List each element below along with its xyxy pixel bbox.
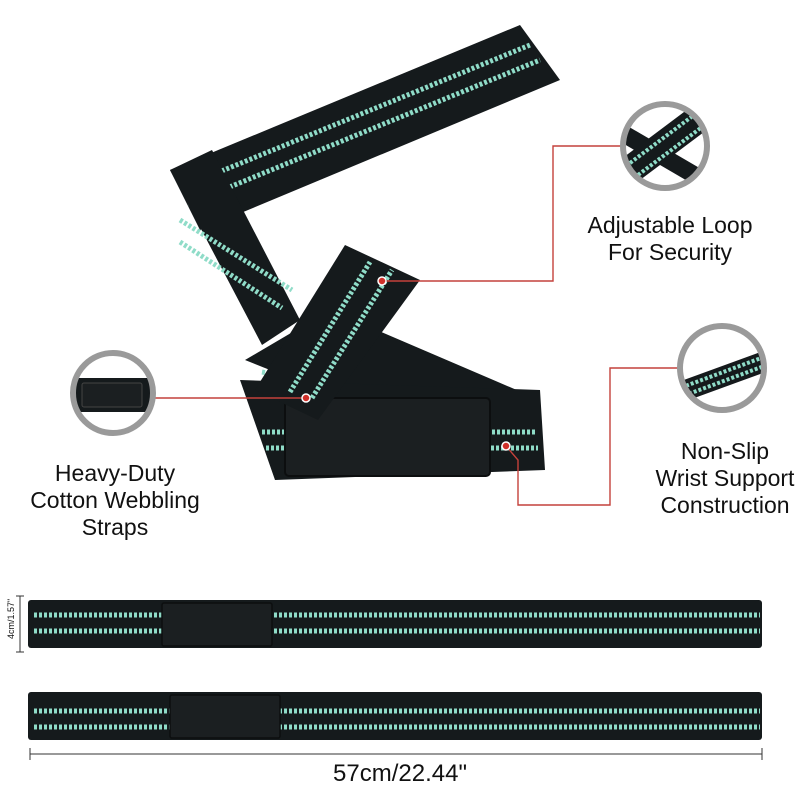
- callout-line-nonslip: [505, 367, 680, 506]
- callout-label-heavy-duty: Heavy-Duty Cotton Webbling Straps: [20, 460, 210, 541]
- callout-line: Cotton Webbling: [30, 487, 200, 513]
- callout-line: Adjustable Loop: [587, 212, 753, 238]
- callout-line: Heavy-Duty: [54, 460, 176, 486]
- callout-line: For Security: [608, 239, 732, 265]
- width-dimension-label: 4cm/1.57": [6, 598, 16, 639]
- strap-stripe: [187, 57, 541, 207]
- flat-strap-upper: [28, 600, 762, 648]
- callout-line: Straps: [81, 514, 149, 540]
- flat-strap-lower: [28, 692, 762, 740]
- callout-dot-heavy: [301, 393, 311, 403]
- detail-circle-heavy: [70, 350, 156, 436]
- width-dimension-marker: [16, 595, 24, 653]
- callout-dot-adjustable: [377, 276, 387, 286]
- callout-line: Non-Slip: [680, 438, 770, 464]
- length-dimension-label: 57cm/22.44": [333, 760, 467, 787]
- length-dimension-marker: [29, 748, 763, 760]
- strap-stripe: [287, 260, 373, 394]
- strap-cross-band: [255, 245, 420, 420]
- detail-circle-adjustable: [620, 101, 710, 191]
- callout-label-non-slip: Non-Slip Wrist Support Construction: [650, 438, 800, 519]
- strap-tail-upper: [170, 25, 560, 230]
- callout-lines: [153, 145, 680, 506]
- strap-stripe: [309, 268, 395, 400]
- neoprene-pad: [169, 694, 281, 739]
- callout-line-adjustable: [382, 145, 624, 282]
- callout-dot-nonslip: [501, 441, 511, 451]
- strap-stripe: [178, 217, 294, 293]
- neoprene-pad: [161, 602, 273, 647]
- strap-stripe: [179, 42, 531, 191]
- callout-line: Wrist Support: [655, 465, 795, 491]
- callout-label-adjustable-loop: Adjustable Loop For Security: [560, 212, 780, 266]
- detail-circle-nonslip: [677, 323, 767, 413]
- neoprene-pad: [284, 397, 491, 477]
- strap-stripe: [178, 239, 284, 311]
- looped-strap: [170, 25, 560, 480]
- callout-line: Construction: [660, 492, 790, 518]
